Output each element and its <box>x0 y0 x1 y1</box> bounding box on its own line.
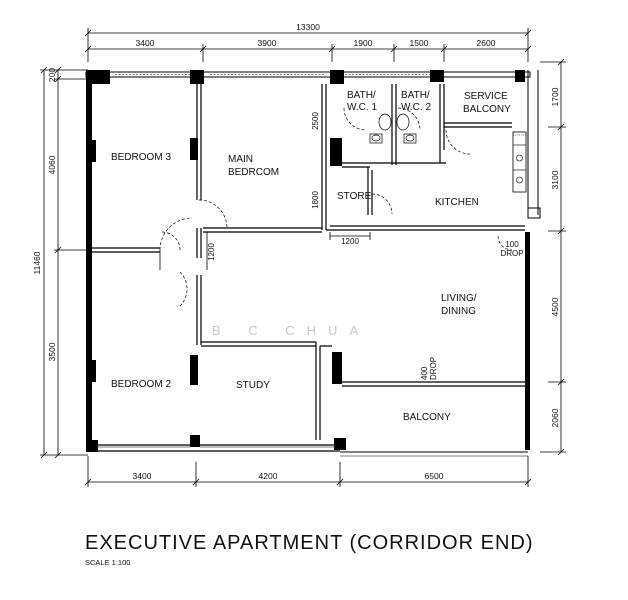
washbasin-icon <box>378 113 392 131</box>
room-service-balcony-line2: BALCONY <box>463 104 511 115</box>
drop-mid-label: DROP <box>429 357 438 380</box>
sink-icon <box>516 154 523 162</box>
dim-bottom-3: 6500 <box>425 471 444 481</box>
plan-title: EXECUTIVE APARTMENT (CORRIDOR END) <box>85 532 534 554</box>
room-service-balcony-line1: SERVICE <box>464 91 508 102</box>
dim-top-4: 1500 <box>410 38 429 48</box>
dim-top-3: 1900 <box>354 38 373 48</box>
room-living-line2: DINING <box>441 306 476 317</box>
window-marks <box>86 254 334 448</box>
room-bath-2-line2: W.C. 2 <box>401 102 431 113</box>
room-main-bedroom-line2: BEDRCOM <box>228 167 279 178</box>
dim-top-total: 13300 <box>296 22 320 32</box>
top-dimension-chain <box>84 28 532 62</box>
dim-bottom-1: 3400 <box>133 471 152 481</box>
dim-left-top: 200 <box>47 68 57 82</box>
room-bath-2-line1: BATH/ <box>401 90 430 101</box>
drop-mid-value: 400 <box>420 366 429 380</box>
room-study: STUDY <box>236 380 270 391</box>
dim-top-2: 3900 <box>258 38 277 48</box>
dim-right-3: 4500 <box>550 297 560 316</box>
room-labels: BEDROOM 3 MAIN BEDRCOM BATH/ W.C. 1 BATH… <box>111 90 511 423</box>
dim-bottom-2: 4200 <box>259 471 278 481</box>
right-dimension-chain <box>540 58 566 456</box>
room-main-bedroom-line1: MAIN <box>228 154 253 165</box>
watermark: B C CHUA <box>212 323 370 338</box>
room-bath-1-line1: BATH/ <box>347 90 376 101</box>
kitchen-counter <box>512 131 527 193</box>
dim-right-1: 1700 <box>550 87 560 106</box>
room-balcony: BALCONY <box>403 412 451 423</box>
dim-top-1: 3400 <box>136 38 155 48</box>
dim-left-2: 3500 <box>47 342 57 361</box>
bathroom-fixtures <box>369 113 417 144</box>
room-bedroom-2: BEDROOM 2 <box>111 379 171 390</box>
room-bedroom-3: BEDROOM 3 <box>111 152 171 163</box>
dim-right-4: 2060 <box>550 408 560 427</box>
dim-right-2: 3100 <box>550 170 560 189</box>
column-blocks <box>88 70 444 385</box>
bottom-dimension-chain <box>84 456 532 487</box>
dim-left-1: 4060 <box>47 155 57 174</box>
room-store: STORE <box>337 191 372 202</box>
door-swings <box>159 107 513 307</box>
dim-store-height: 1800 <box>311 191 320 209</box>
dim-left-total: 11460 <box>32 251 42 274</box>
left-dimension-chain <box>40 66 88 459</box>
dim-top-5: 2600 <box>477 38 496 48</box>
plan-scale: SCALE 1:100 <box>85 558 130 567</box>
toilet-icon <box>371 134 381 142</box>
dim-store-width: 1200 <box>341 237 359 246</box>
dim-corridor-width: 1200 <box>207 243 216 261</box>
drop-top-value: 100 <box>505 240 519 249</box>
inner-dimension-lines <box>206 84 371 270</box>
room-bath-1-line2: W.C. 1 <box>347 102 377 113</box>
dim-bath-height: 2500 <box>311 112 320 130</box>
exterior-walls <box>85 70 541 457</box>
room-kitchen: KITCHEN <box>435 197 479 208</box>
room-living-line1: LIVING/ <box>441 293 477 304</box>
drop-top-label: DROP <box>500 249 523 258</box>
